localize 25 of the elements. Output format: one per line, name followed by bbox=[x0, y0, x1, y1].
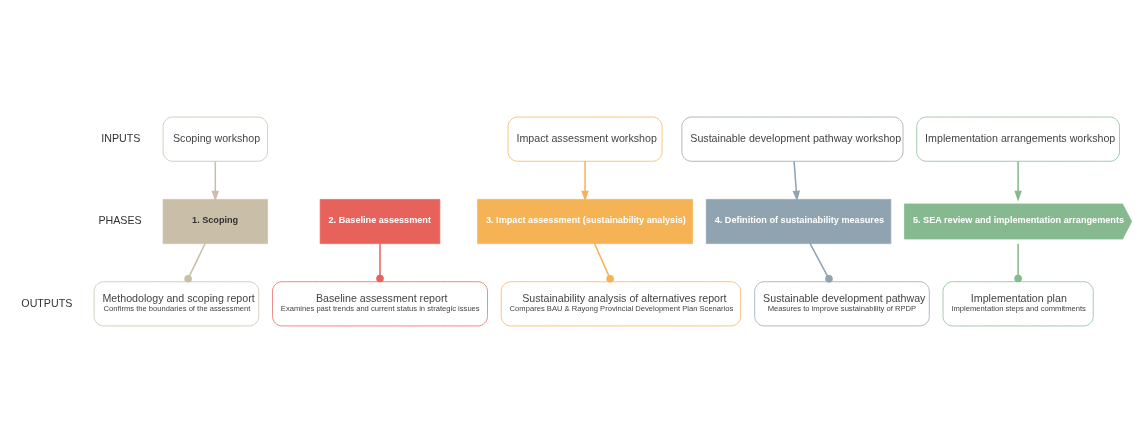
node-box: Scoping workshop bbox=[162, 116, 268, 162]
arrow bbox=[792, 160, 801, 202]
node-box: Implementation plan Implementation steps and commitments bbox=[942, 281, 1094, 327]
node-box: 3. Impact assessment (sustainability analysis) bbox=[477, 199, 693, 244]
node-box: Baseline assessment report Examines past trends and current status in strategic issues bbox=[272, 281, 488, 327]
arrow bbox=[581, 160, 589, 202]
node-box: Sustainability analysis of alternatives report Compares BAU & Rayong Provincial Development Plan Scenarios bbox=[500, 281, 741, 327]
connector bbox=[184, 242, 206, 283]
connector bbox=[593, 242, 614, 283]
connector bbox=[809, 242, 833, 283]
label: INPUTS bbox=[101, 131, 141, 144]
arrow bbox=[211, 160, 220, 202]
node-box: Impact assessment workshop bbox=[507, 116, 663, 162]
arrow bbox=[1014, 160, 1022, 202]
node-box: 4. Definition of sustainability measures bbox=[705, 199, 892, 244]
node-box: Implementation arrangements workshop bbox=[916, 116, 1120, 162]
node-box: 1. Scoping bbox=[162, 199, 268, 244]
label: PHASES bbox=[98, 214, 142, 227]
label: OUTPUTS bbox=[21, 296, 73, 309]
connector bbox=[376, 242, 384, 283]
node-box: 2. Baseline assessment bbox=[319, 199, 441, 244]
node-box: Sustainable development pathway workshop bbox=[681, 116, 904, 162]
connector bbox=[1014, 242, 1022, 283]
node-box: Sustainable development pathway Measures to improve sustainability of RPDP bbox=[754, 281, 930, 327]
node-box: Methodology and scoping report Confirms the boundaries of the assessment bbox=[93, 281, 260, 327]
